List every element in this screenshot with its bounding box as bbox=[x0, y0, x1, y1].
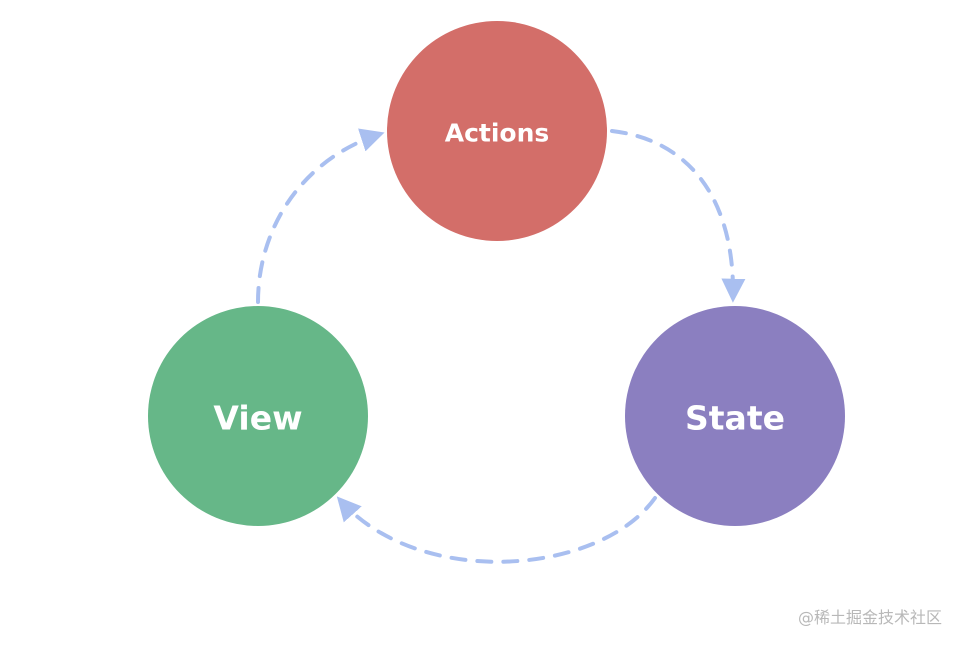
node-state-label: State bbox=[685, 399, 785, 438]
node-view-circle bbox=[148, 306, 368, 526]
edge-state-to-view bbox=[336, 496, 657, 564]
node-actions: Actions bbox=[387, 21, 607, 241]
edge-actions-to-state bbox=[610, 129, 746, 303]
watermark: @稀土掘金技术社区 bbox=[797, 608, 942, 627]
node-view: View bbox=[148, 306, 368, 526]
node-state: State bbox=[625, 306, 845, 526]
node-view-label: View bbox=[213, 399, 302, 438]
node-actions-label: Actions bbox=[445, 119, 550, 148]
edge-view-to-actions bbox=[256, 128, 385, 304]
node-actions-circle bbox=[387, 21, 607, 241]
node-state-circle bbox=[625, 306, 845, 526]
